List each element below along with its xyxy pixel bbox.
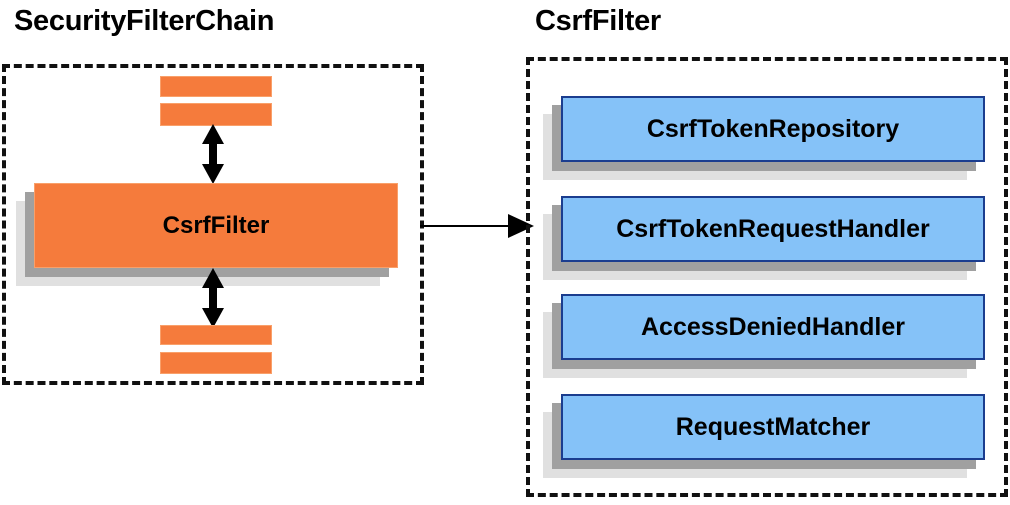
node-csrftokenrepository[interactable]: CsrfTokenRepository [543,96,985,180]
csrffilter-container [526,57,1008,497]
page-title-securityfilterchain: SecurityFilterChain [14,5,275,37]
filter-bar-bottom-1 [160,325,272,345]
filter-bar-top-1 [160,76,272,97]
filter-bar-top-2 [160,103,272,126]
securityfilterchain-container [2,64,424,385]
filter-bar-bottom-2 [160,352,272,374]
page-title-csrffilter: CsrfFilter [535,5,661,37]
node-csrffilter-label: CsrfFilter [34,183,398,268]
node-csrftokenrequesthandler-label: CsrfTokenRequestHandler [561,196,985,262]
node-requestmatcher-label: RequestMatcher [561,394,985,460]
node-accessdeniedhandler-label: AccessDeniedHandler [561,294,985,360]
node-accessdeniedhandler[interactable]: AccessDeniedHandler [543,294,985,378]
node-requestmatcher[interactable]: RequestMatcher [543,394,985,478]
node-csrftokenrequesthandler[interactable]: CsrfTokenRequestHandler [543,196,985,280]
double-arrow-down-icon [202,268,224,328]
double-arrow-up-icon [202,124,224,184]
arrow-right-icon [420,214,534,238]
node-csrftokenrepository-label: CsrfTokenRepository [561,96,985,162]
node-csrffilter[interactable]: CsrfFilter [16,183,398,286]
